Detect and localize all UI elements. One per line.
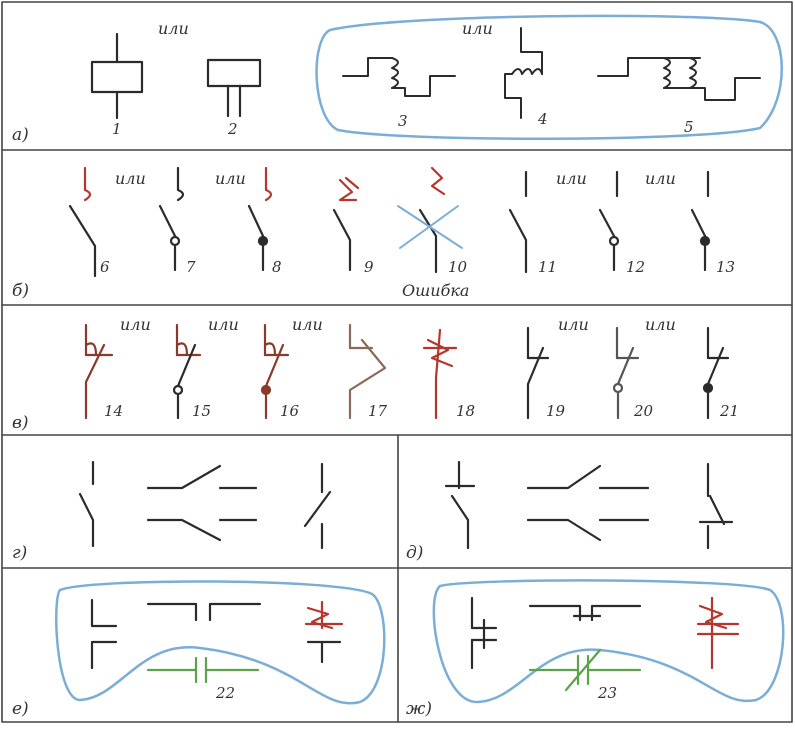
number-21: 21 xyxy=(719,402,739,420)
number-9: 9 xyxy=(364,258,374,276)
row-label-v: в) xyxy=(12,413,29,433)
or-6: или xyxy=(645,169,676,188)
row-label-g: г) xyxy=(12,543,27,563)
symbol-4 xyxy=(504,27,543,119)
or-5: или xyxy=(556,169,587,188)
number-2: 2 xyxy=(227,120,238,138)
or-2: или xyxy=(462,19,493,38)
capacitor-22 xyxy=(146,656,260,684)
number-5: 5 xyxy=(684,118,694,136)
switches-g xyxy=(78,460,332,550)
number-15: 15 xyxy=(192,402,211,420)
or-9: или xyxy=(292,315,323,334)
number-8: 8 xyxy=(272,258,282,276)
capacitor-23 xyxy=(528,648,642,692)
highlight-outline-e xyxy=(55,580,386,705)
symbol-1 xyxy=(90,32,144,120)
or-10: или xyxy=(558,315,589,334)
number-18: 18 xyxy=(456,402,475,420)
symbol-15 xyxy=(172,323,202,420)
switches-d xyxy=(444,460,734,550)
symbol-12 xyxy=(598,170,620,272)
or-3: или xyxy=(115,169,146,188)
row-label-d: д) xyxy=(406,543,423,563)
symbol-20 xyxy=(612,326,640,420)
number-11: 11 xyxy=(538,258,557,276)
or-1: или xyxy=(158,19,189,38)
error-label: Ошибка xyxy=(402,281,469,300)
highlight-outline-a xyxy=(315,14,783,141)
number-6: 6 xyxy=(100,258,110,276)
symbol-9 xyxy=(332,176,360,272)
symbol-11 xyxy=(508,170,528,274)
number-1: 1 xyxy=(112,120,122,138)
number-10: 10 xyxy=(448,258,468,276)
contacts-zh-red xyxy=(696,596,740,670)
symbol-2 xyxy=(206,58,262,118)
number-19: 19 xyxy=(546,402,566,420)
number-14: 14 xyxy=(104,402,123,420)
contacts-zh xyxy=(470,596,642,670)
number-4: 4 xyxy=(537,110,548,128)
symbol-17 xyxy=(348,323,387,420)
or-7: или xyxy=(120,315,151,334)
row-label-b: б) xyxy=(12,281,29,301)
row-label-e: е) xyxy=(12,699,29,719)
or-8: или xyxy=(208,315,239,334)
number-13: 13 xyxy=(716,258,735,276)
symbol-14 xyxy=(84,323,114,420)
symbol-10 xyxy=(397,166,463,274)
row-label-a: а) xyxy=(12,125,29,145)
symbol-21 xyxy=(702,326,730,420)
number-20: 20 xyxy=(633,402,654,420)
symbol-18 xyxy=(422,328,458,420)
contacts-e-red xyxy=(304,600,344,630)
symbol-6 xyxy=(68,166,97,278)
contacts-e xyxy=(90,598,262,670)
symbol-7 xyxy=(158,166,185,272)
symbol-13 xyxy=(690,170,711,272)
number-3: 3 xyxy=(398,112,408,130)
number-16: 16 xyxy=(280,402,300,420)
symbol-19 xyxy=(526,326,550,420)
number-22: 22 xyxy=(215,684,235,702)
number-23: 23 xyxy=(597,684,617,702)
or-4: или xyxy=(215,169,246,188)
number-12: 12 xyxy=(626,258,645,276)
symbol-16 xyxy=(260,323,290,420)
or-11: или xyxy=(645,315,676,334)
symbol-5 xyxy=(597,57,761,101)
highlight-outline-zh xyxy=(432,579,785,704)
symbol-3 xyxy=(342,57,456,97)
number-17: 17 xyxy=(368,402,388,420)
number-7: 7 xyxy=(186,258,196,276)
symbol-8 xyxy=(247,166,273,272)
row-label-zh: ж) xyxy=(406,699,432,719)
